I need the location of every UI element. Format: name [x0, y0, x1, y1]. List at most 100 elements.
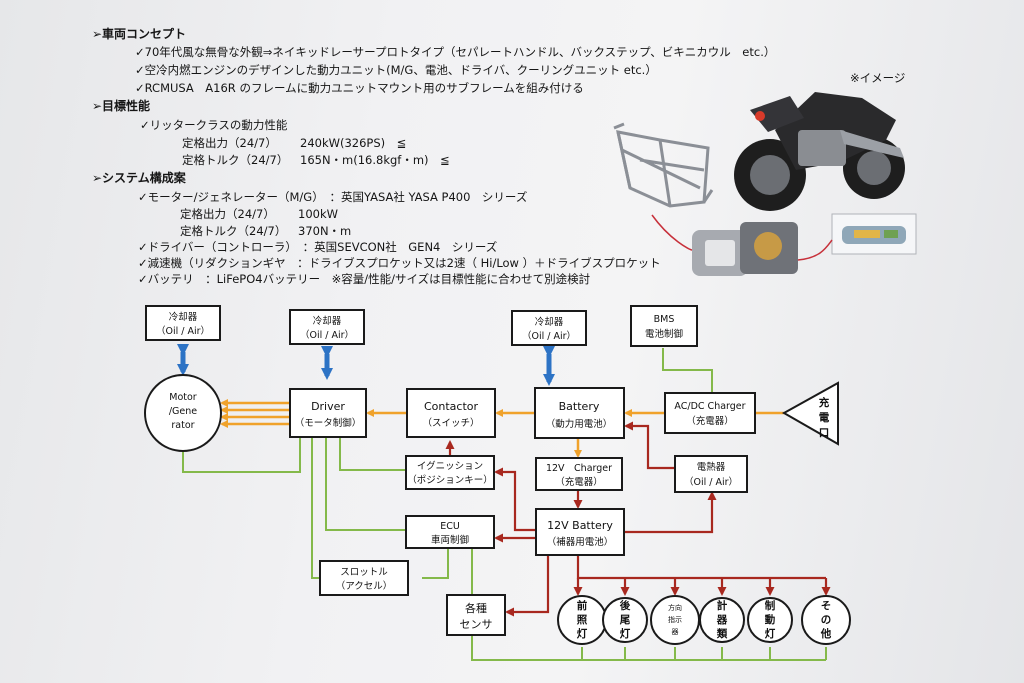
svg-text:（ポジションキー）: （ポジションキー）: [407, 474, 493, 486]
svg-text:（充電器）: （充電器）: [555, 476, 603, 488]
system-motor-output-value: 100kW: [298, 207, 338, 221]
svg-text:AC/DC Charger: AC/DC Charger: [674, 401, 745, 412]
svg-text:（Oil / Air）: （Oil / Air）: [156, 325, 210, 337]
svg-text:灯: 灯: [620, 627, 631, 640]
concept-item-1: ✓70年代風な無骨な外観⇒ネイキッドレーサープロトタイプ（セパレートハンドル、バ…: [135, 45, 776, 59]
product-illustrations: [613, 92, 917, 276]
concept-title: ➢車両コンセプト: [92, 27, 187, 41]
lamp-taillight-node: 後 尾 灯: [602, 597, 648, 643]
performance-output-value: 240kW(326PS) ≦: [300, 136, 407, 150]
frame-connector-line: [651, 214, 693, 251]
svg-text:電熱器: 電熱器: [697, 461, 726, 473]
image-note: ※イメージ: [850, 71, 906, 85]
svg-text:灯: 灯: [577, 627, 588, 640]
concept-item-3: ✓RCMUSA A16R のフレームに動力ユニットマウント用のサブフレームを組み…: [135, 81, 584, 95]
motorcycle-illustration: [734, 92, 905, 211]
charging-inlet-node: 充 電 口: [781, 381, 839, 446]
svg-text:尾: 尾: [620, 614, 631, 626]
frame-illustration: [613, 122, 714, 208]
lamp-other-node: そ の 他: [801, 595, 851, 645]
svg-text:そ: そ: [821, 600, 832, 612]
system-motor-torque-value: 370N・m: [298, 224, 352, 238]
system-motor: ✓モーター/ジェネレーター（M/G） ：英国YASA社 YASA P400 シリ…: [138, 190, 528, 204]
svg-text:（スイッチ）: （スイッチ）: [422, 417, 479, 429]
svg-text:Motor: Motor: [169, 392, 197, 403]
svg-text:センサ: センサ: [460, 618, 493, 631]
system-title: ➢システム構成案: [92, 171, 186, 185]
svg-text:（充電器）: （充電器）: [686, 415, 734, 427]
heater-node: 電熱器 （Oil / Air）: [674, 455, 748, 493]
cooler-motor-node: 冷却器 （Oil / Air）: [145, 305, 221, 341]
cooling-arrows: [177, 344, 555, 386]
svg-text:12V Charger: 12V Charger: [546, 463, 612, 474]
svg-text:Contactor: Contactor: [424, 400, 479, 413]
performance-title: ➢目標性能: [92, 99, 151, 113]
svg-text:（Oil / Air）: （Oil / Air）: [522, 330, 576, 342]
svg-text:（Oil / Air）: （Oil / Air）: [684, 476, 738, 488]
svg-text:器: 器: [716, 614, 728, 626]
system-motor-output-label: 定格出力（24/7）: [180, 207, 275, 221]
svg-text:冷却器: 冷却器: [169, 311, 198, 323]
svg-text:の: の: [821, 614, 832, 626]
acdc-charger-node: AC/DC Charger （充電器）: [664, 392, 756, 434]
svg-text:制: 制: [765, 599, 776, 612]
svg-text:冷却器: 冷却器: [313, 315, 342, 327]
lamp-turn-signal-node: 方向 指示 器: [650, 595, 700, 645]
system-driver: ✓ドライバー（コントローラ） ：英国SEVCON社 GEN4 シリーズ: [138, 240, 498, 254]
bms-node: BMS 電池制御: [630, 305, 698, 347]
system-motor-torque-label: 定格トルク（24/7）: [180, 224, 287, 238]
svg-text:rator: rator: [171, 420, 194, 431]
concept-item-2: ✓空冷内燃エンジンのデザインした動力ユニット(M/G、電池、ドライバ、クーリング…: [135, 63, 657, 77]
svg-text:電池制御: 電池制御: [645, 328, 683, 340]
performance-output-label: 定格出力（24/7）: [182, 136, 277, 150]
svg-text:スロットル: スロットル: [340, 567, 388, 578]
svg-text:照: 照: [577, 614, 588, 626]
svg-text:/Gene: /Gene: [169, 406, 197, 417]
performance-torque-label: 定格トルク（24/7）: [182, 153, 289, 167]
svg-text:器: 器: [672, 628, 679, 636]
battery-12v-node: 12V Battery （補器用電池）: [535, 508, 625, 556]
svg-text:冷却器: 冷却器: [535, 316, 564, 328]
svg-text:動: 動: [765, 613, 776, 626]
svg-text:類: 類: [716, 627, 728, 640]
svg-text:方向: 方向: [668, 603, 682, 612]
svg-text:各種: 各種: [465, 601, 487, 615]
ecu-node: ECU 車両制御: [405, 515, 495, 549]
charger-12v-node: 12V Charger （充電器）: [535, 457, 623, 491]
svg-text:BMS: BMS: [654, 314, 675, 325]
system-reducer: ✓減速機（リダクションギヤ ：ドライブスプロケット又は2速（ Hi/Low ）＋…: [138, 256, 661, 270]
svg-text:12V Battery: 12V Battery: [547, 519, 613, 532]
lamp-headlight-node: 前 照 灯: [557, 595, 607, 645]
low-voltage-lines: [445, 421, 831, 617]
svg-text:（補器用電池）: （補器用電池）: [547, 536, 614, 548]
battery-pack-illustration: [831, 213, 917, 255]
svg-text:口: 口: [819, 427, 830, 439]
driver-node: Driver （モータ制御）: [289, 388, 367, 438]
svg-text:ECU: ECU: [440, 521, 460, 532]
ignition-node: イグニッション （ポジションキー）: [405, 455, 495, 490]
svg-text:Driver: Driver: [311, 400, 345, 413]
cooler-battery-node: 冷却器 （Oil / Air）: [511, 310, 587, 346]
sensors-node: 各種 センサ: [446, 594, 506, 636]
svg-text:Battery: Battery: [559, 400, 600, 413]
svg-text:前: 前: [577, 599, 588, 612]
svg-text:（モータ制御）: （モータ制御）: [295, 417, 362, 429]
svg-text:（アクセル）: （アクセル）: [336, 580, 393, 592]
svg-text:後: 後: [619, 599, 631, 612]
system-battery: ✓バッテリ ：LiFePO4バッテリー ※容量/性能/サイズは目標性能に合わせて…: [138, 272, 591, 286]
svg-text:灯: 灯: [765, 627, 776, 640]
svg-text:指示: 指示: [668, 615, 682, 624]
svg-text:（動力用電池）: （動力用電池）: [546, 418, 613, 430]
performance-item: ✓リッタークラスの動力性能: [140, 118, 288, 132]
throttle-node: スロットル （アクセル）: [319, 560, 409, 596]
svg-text:電: 電: [819, 412, 830, 424]
svg-text:イグニッション: イグニッション: [417, 460, 483, 472]
svg-text:車両制御: 車両制御: [431, 534, 469, 546]
lamp-meters-node: 計 器 類: [699, 597, 745, 643]
battery-node: Battery （動力用電池）: [534, 387, 625, 439]
svg-text:（Oil / Air）: （Oil / Air）: [300, 329, 354, 341]
performance-torque-value: 165N・m(16.8kgf・m) ≦: [300, 153, 450, 167]
power-lines: [220, 399, 784, 458]
